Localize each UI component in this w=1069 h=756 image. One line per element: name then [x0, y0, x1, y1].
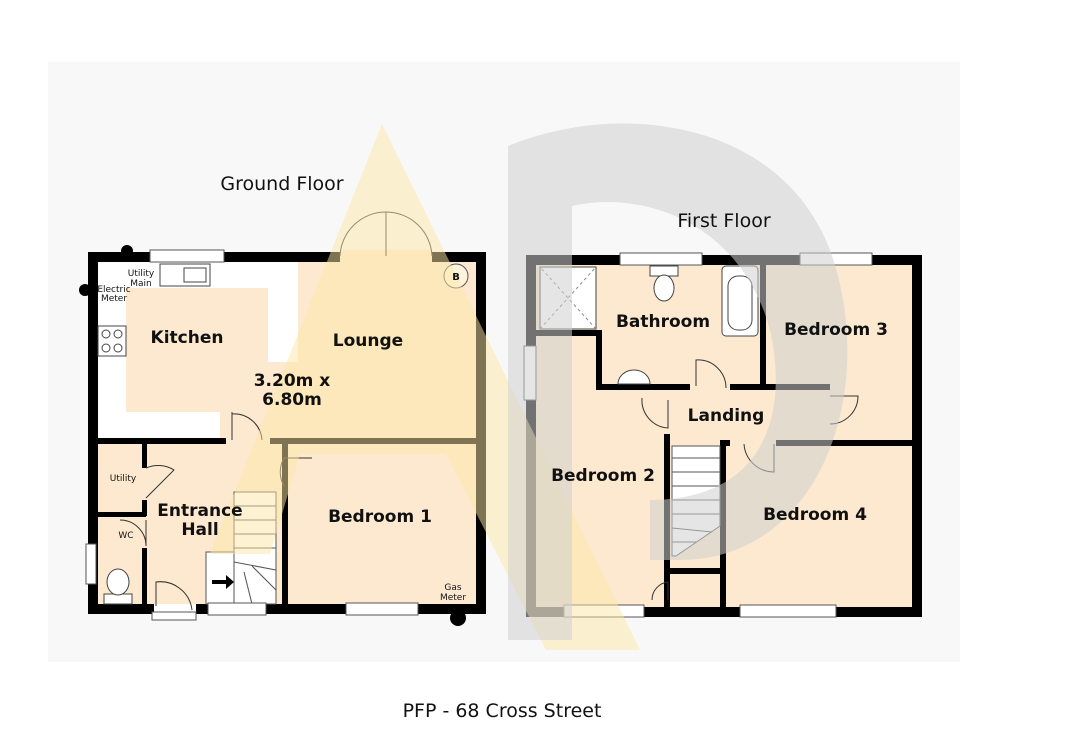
bedroom2-door: [641, 397, 669, 429]
hall-window: [207, 602, 267, 616]
bath-inner: [727, 275, 753, 331]
first-floor-title: First Floor: [677, 210, 770, 232]
gas-meter-label-line2: Meter: [440, 593, 466, 603]
wall-utility-right-a: [142, 444, 147, 468]
utility-door: [145, 464, 175, 499]
ground-wall-top: [88, 252, 484, 262]
kitchen-window: [149, 249, 225, 263]
room-entrance-hall-line2: Hall: [181, 520, 218, 540]
gas-meter-dot-icon: [450, 610, 466, 626]
wall-utility-right-b: [142, 500, 147, 516]
bathroom-door: [695, 359, 727, 389]
ground-floor-title: Ground Floor: [220, 173, 343, 195]
room-kitchen: Kitchen: [151, 328, 224, 348]
electric-meter-label-line1: Electric: [97, 285, 130, 295]
kitchen-worktop: [96, 262, 298, 440]
hob-ring: [101, 329, 111, 339]
wall-bathroom-bottom-a: [596, 384, 690, 390]
room-utility: Utility: [110, 474, 137, 484]
boiler-label: B: [452, 272, 460, 283]
toilet-icon: [653, 274, 675, 302]
ground-wall-left: [88, 252, 98, 614]
wall-bedroom1-left: [282, 444, 288, 606]
watermark-d: [508, 123, 848, 641]
first-wall-bottom: [526, 607, 922, 617]
wall-bathroom-left: [596, 330, 602, 388]
bedroom1-window: [345, 602, 419, 616]
wall-cupboard-top: [668, 568, 722, 574]
toilet-icon: [106, 568, 130, 596]
first-wall-right: [912, 255, 922, 617]
kitchen-floor: [126, 288, 268, 412]
wc-window: [85, 543, 97, 585]
ground-wall-bottom: [88, 604, 484, 614]
wall-bedroom4-top: [776, 440, 916, 446]
footer-caption: PFP - 68 Cross Street: [403, 700, 602, 722]
room-bedroom-2: Bedroom 2: [551, 466, 655, 486]
bathroom-window: [619, 252, 703, 266]
electric-meter-label-line2: Meter: [101, 294, 127, 304]
wc-door: [119, 519, 147, 547]
room-bedroom-3: Bedroom 3: [784, 320, 888, 340]
room-bathroom: Bathroom: [616, 312, 710, 332]
room-landing: Landing: [688, 406, 765, 426]
stairs-arrow-icon: [212, 575, 234, 589]
first-wall-top: [526, 255, 922, 265]
room-lounge: Lounge: [333, 331, 403, 351]
wall-wc-right: [142, 548, 147, 606]
wall-bedroom3-left: [760, 264, 766, 388]
wall-kitchen-bottom: [96, 438, 226, 444]
front-door-step: [151, 611, 197, 621]
wall-bedroom4-top-stub: [720, 440, 730, 446]
lounge-dimension-line1: 3.20m x: [254, 371, 331, 391]
gas-meter-label-line1: Gas: [444, 583, 461, 593]
room-bedroom-4: Bedroom 4: [763, 505, 867, 525]
lounge-dimension-line2: 6.80m: [262, 390, 322, 410]
kitchen-sink-bowl: [183, 267, 207, 283]
bedroom4-window: [739, 604, 837, 618]
meter-dot-icon: [121, 245, 133, 257]
basin-icon: [617, 369, 651, 385]
hob-ring: [113, 343, 123, 353]
hob-ring: [113, 329, 123, 339]
room-bedroom-1: Bedroom 1: [328, 507, 432, 527]
hob-icon: [97, 325, 127, 357]
wall-utility-bottom: [96, 512, 146, 517]
utility-main-label-line2: Main: [130, 279, 152, 289]
hob-ring: [101, 343, 111, 353]
meter-dot-icon: [79, 284, 91, 296]
utility-main-label-line1: Utility: [128, 269, 155, 279]
cupboard-door: [651, 581, 669, 601]
front-door: [155, 581, 193, 611]
watermark-logo: [210, 123, 848, 650]
room-entrance-hall-line1: Entrance: [157, 501, 242, 521]
room-wc: WC: [118, 531, 133, 541]
